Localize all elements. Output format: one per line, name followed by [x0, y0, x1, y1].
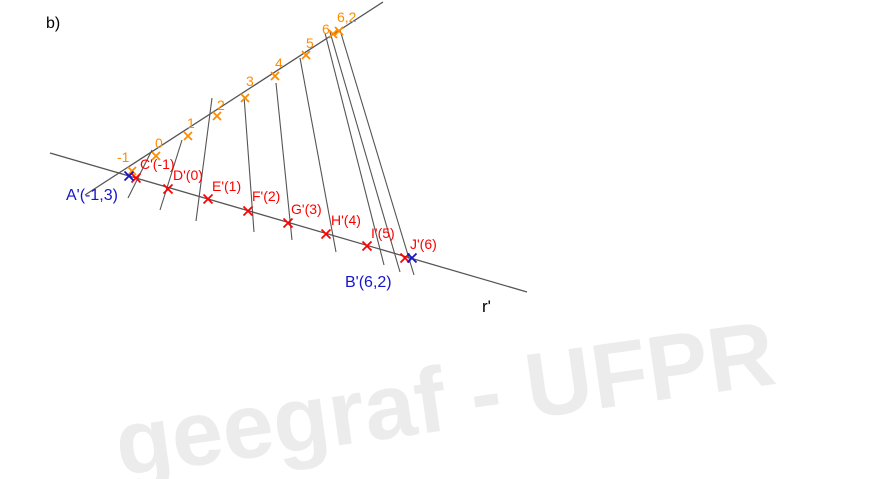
line-r-label: r': [482, 297, 491, 316]
scale-tick-label: 3: [246, 73, 254, 89]
scale-tick-label: -1: [117, 149, 130, 165]
endpoint-marks: [123, 170, 418, 264]
scale-tick-t4: [270, 71, 280, 81]
projected-point-marks: [130, 172, 411, 264]
projection-line: [339, 29, 415, 276]
point-labels: -1 0 1 2 3 4 56 6,2C'(-1)D'(0) E'(1) F'(2) G'(3) H'…: [66, 9, 437, 291]
scale-tick-label: 6: [322, 21, 330, 37]
projection-line: [324, 32, 385, 266]
point-label-A: A'(-1,3): [66, 187, 118, 204]
projection-line: [299, 57, 337, 253]
point-label-F: F'(2): [252, 188, 280, 204]
point-label-G: G'(3): [291, 201, 322, 217]
watermark: geegraf - UFPR: [109, 302, 781, 479]
point-label-E: E'(1): [212, 178, 241, 194]
point-E: [202, 193, 214, 205]
scale-tick-label: 2: [217, 97, 225, 113]
point-H: [320, 228, 332, 240]
scale-tick-label: 4: [275, 55, 283, 71]
point-label-J: J'(6): [410, 236, 437, 252]
point-I: [361, 240, 373, 252]
projection-line: [329, 31, 401, 273]
point-label-D: D'(0): [173, 167, 203, 183]
scale-tick-label: 0: [155, 135, 163, 151]
projection-line: [159, 139, 183, 211]
point-A: [123, 170, 135, 182]
scale-tick-t-1: [127, 166, 137, 176]
point-B: [406, 252, 418, 264]
point-label-H: H'(4): [331, 212, 361, 228]
scale-tick-t6: [328, 29, 338, 39]
scale-tick-t1: [183, 131, 193, 141]
scale-tick-label: 5: [306, 35, 314, 51]
scale-tick-t2: [212, 111, 222, 121]
point-G: [282, 217, 294, 229]
figure-label: b): [46, 15, 60, 32]
point-label-B: B'(6,2): [345, 274, 392, 291]
scale-tick-t5: [301, 50, 311, 60]
scale-tick-t3: [240, 93, 250, 103]
projection-lines: [127, 29, 415, 276]
scale-tick-t6b: [334, 26, 344, 36]
scale-tick-label: 1: [187, 115, 195, 131]
projection-line: [195, 97, 213, 222]
scale-tick-marks: [127, 26, 344, 176]
point-F: [242, 205, 254, 217]
projection-line: [243, 95, 255, 233]
point-D: [162, 183, 174, 195]
scale-tick-label: 6,2: [337, 9, 357, 25]
point-label-C: C'(-1): [140, 156, 175, 172]
point-label-I: I'(5): [371, 225, 395, 241]
scale-tick-t0: [151, 151, 161, 161]
projection-line: [275, 82, 293, 241]
